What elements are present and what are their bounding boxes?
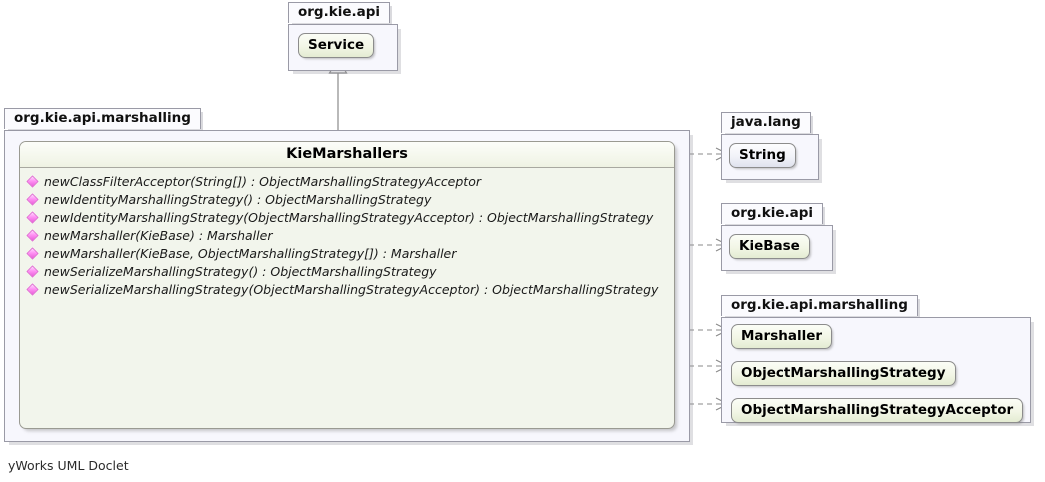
static-method-icon bbox=[26, 174, 39, 188]
package-tab-label: org.kie.api.marshalling bbox=[721, 295, 918, 316]
class-objectmarshallingstrategy[interactable]: ObjectMarshallingStrategy bbox=[731, 361, 956, 386]
member-signature: newIdentityMarshallingStrategy(ObjectMar… bbox=[44, 209, 654, 225]
class-box-kiemarshallers[interactable]: KieMarshallers newClassFilterAcceptor(St… bbox=[19, 141, 675, 429]
member-signature: newMarshaller(KieBase) : Marshaller bbox=[44, 227, 273, 243]
class-string[interactable]: String bbox=[729, 143, 796, 168]
static-method-icon bbox=[26, 282, 39, 296]
member-row[interactable]: newSerializeMarshallingStrategy(ObjectMa… bbox=[20, 280, 674, 298]
member-signature: newMarshaller(KieBase, ObjectMarshalling… bbox=[44, 245, 457, 261]
static-method-icon bbox=[26, 228, 39, 242]
class-members-list: newClassFilterAcceptor(String[]) : Objec… bbox=[20, 168, 674, 298]
class-kiebase[interactable]: KieBase bbox=[729, 234, 810, 259]
class-service[interactable]: Service bbox=[298, 33, 375, 58]
doclet-footer: yWorks UML Doclet bbox=[8, 458, 129, 473]
package-tab-label: org.kie.api bbox=[288, 2, 391, 23]
package-tab-label: org.kie.api bbox=[721, 203, 824, 224]
member-row[interactable]: newSerializeMarshallingStrategy() : Obje… bbox=[20, 262, 674, 280]
member-signature: newSerializeMarshallingStrategy(ObjectMa… bbox=[44, 281, 659, 297]
static-method-icon bbox=[26, 246, 39, 260]
package-tab-label: org.kie.api.marshalling bbox=[4, 108, 201, 129]
static-method-icon bbox=[26, 192, 39, 206]
static-method-icon bbox=[26, 210, 39, 224]
member-row[interactable]: newIdentityMarshallingStrategy(ObjectMar… bbox=[20, 208, 674, 226]
class-objectmarshallingstrategyacceptor[interactable]: ObjectMarshallingStrategyAcceptor bbox=[731, 398, 1024, 423]
static-method-icon bbox=[26, 264, 39, 278]
class-title: KieMarshallers bbox=[20, 142, 674, 168]
member-signature: newClassFilterAcceptor(String[]) : Objec… bbox=[44, 173, 481, 189]
member-signature: newIdentityMarshallingStrategy() : Objec… bbox=[44, 191, 432, 207]
package-tab-label: java.lang bbox=[721, 112, 811, 133]
class-marshaller[interactable]: Marshaller bbox=[731, 324, 833, 349]
member-row[interactable]: newMarshaller(KieBase, ObjectMarshalling… bbox=[20, 244, 674, 262]
member-signature: newSerializeMarshallingStrategy() : Obje… bbox=[44, 263, 437, 279]
member-row[interactable]: newClassFilterAcceptor(String[]) : Objec… bbox=[20, 172, 674, 190]
member-row[interactable]: newMarshaller(KieBase) : Marshaller bbox=[20, 226, 674, 244]
member-row[interactable]: newIdentityMarshallingStrategy() : Objec… bbox=[20, 190, 674, 208]
